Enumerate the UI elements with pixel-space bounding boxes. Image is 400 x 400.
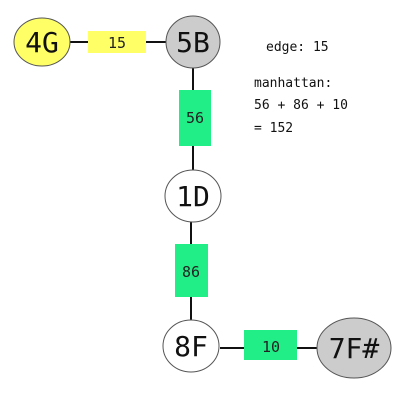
- node-label-7f-sharp: 7F#: [329, 332, 380, 365]
- node-label-1d: 1D: [176, 180, 210, 213]
- edge-box-5b-1d: [179, 90, 211, 146]
- node-7f-sharp: 7F#: [316, 317, 392, 379]
- node-label-5b: 5B: [176, 26, 210, 59]
- edge-weight-1d-8f: 86: [182, 263, 200, 281]
- edge-weight-8f-7f: 10: [262, 338, 280, 356]
- edge-box-1d-8f: [175, 244, 208, 297]
- node-circle-1d: [164, 169, 222, 223]
- node-circle-4g: [13, 17, 71, 67]
- edge-box-8f-7f: [244, 330, 297, 360]
- edge-box-4g-5b: [88, 31, 146, 53]
- info-panel: edge: 15 manhattan: 56 + 86 + 10 = 152: [254, 40, 348, 136]
- node-1d: 1D: [164, 169, 222, 223]
- manhattan-title: manhattan:: [254, 76, 332, 91]
- edge-weight-5b-1d: 56: [186, 109, 204, 127]
- node-4g: 4G: [13, 17, 71, 67]
- edge-weight-4g-5b: 15: [108, 34, 126, 52]
- node-circle-8f: [162, 319, 220, 373]
- node-8f: 8F: [162, 319, 220, 373]
- edge-8f-7f: 10: [244, 330, 297, 360]
- node-5b: 5B: [165, 15, 221, 69]
- node-circle-5b: [165, 15, 221, 69]
- edge-1d-8f: 86: [175, 244, 208, 297]
- edge-4g-5b: 15: [88, 31, 146, 53]
- edge-readout: edge: 15: [266, 40, 329, 55]
- manhattan-total: = 152: [254, 121, 293, 136]
- manhattan-sum: 56 + 86 + 10: [254, 98, 348, 113]
- node-circle-7f-sharp: [316, 317, 392, 379]
- node-label-8f: 8F: [174, 330, 208, 363]
- edge-5b-1d: 56: [179, 90, 211, 146]
- node-label-4g: 4G: [25, 26, 59, 59]
